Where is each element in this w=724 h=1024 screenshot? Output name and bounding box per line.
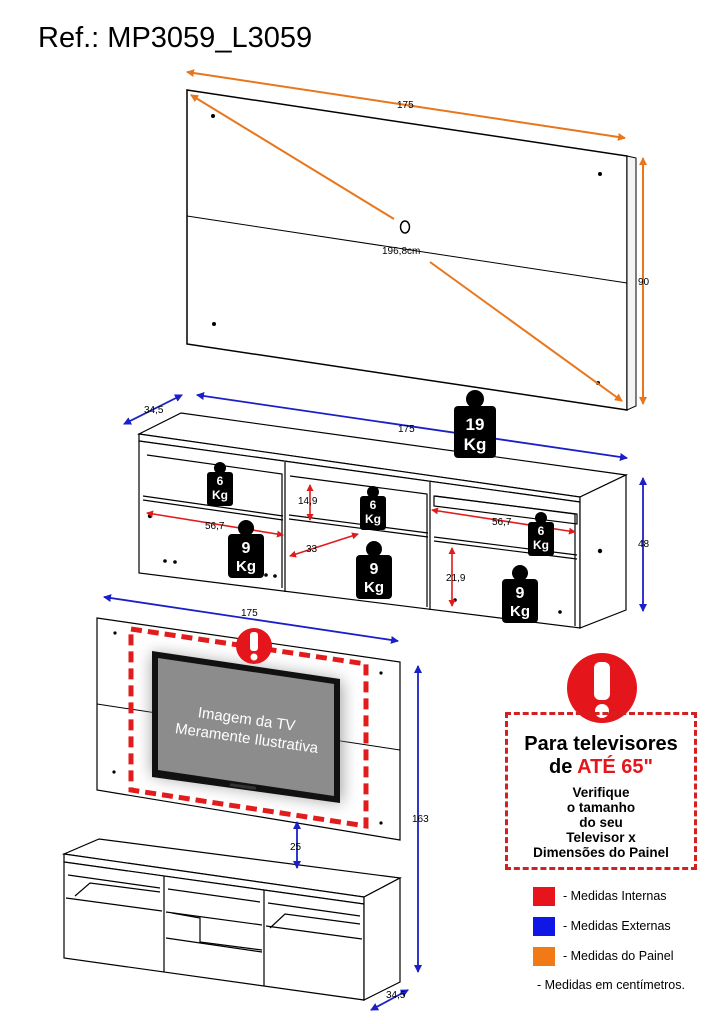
svg-text:Kg: Kg	[364, 579, 384, 596]
legend-swatch-external	[533, 916, 555, 936]
assembly-height-dimension: 163	[412, 665, 429, 973]
rack-depth-dimension: 34,5	[123, 394, 183, 425]
notice-line: Televisor x	[566, 830, 636, 845]
tv-size-notice: Para televisores de ATÉ 65" Verifique o …	[505, 712, 697, 870]
notice-line: Verifique	[572, 785, 630, 800]
weight-badge-top: 19 Kg	[454, 390, 496, 458]
svg-text:Kg: Kg	[464, 435, 487, 454]
legend-label-panel: - Medidas do Painel	[563, 949, 674, 963]
panel-height-dimension: 90	[638, 157, 650, 405]
right-lower-height-label: 21,9	[446, 573, 466, 584]
rack-width-dimension: 175	[196, 392, 628, 461]
legend-item-internal: - Medidas Internas	[533, 886, 667, 906]
assembly-rack	[61, 838, 402, 1001]
legend-label-external: - Medidas Externas	[563, 919, 671, 933]
assembly-depth-dimension: 34,5	[370, 989, 409, 1011]
svg-text:6: 6	[538, 524, 545, 538]
notice-title-prefix: de	[549, 756, 578, 778]
legend-label-internal: - Medidas Internas	[563, 889, 667, 903]
svg-text:9: 9	[370, 561, 379, 578]
rack-height-dimension: 48	[638, 477, 650, 612]
legend-swatch-internal	[533, 886, 555, 906]
notice-line: o tamanho	[566, 800, 636, 815]
center-shelf-height-label: 14,9	[298, 496, 318, 507]
tv-area-outline	[128, 626, 369, 829]
units-note: - Medidas em centímetros.	[537, 978, 685, 992]
reference-code: Ref.: MP3059_L3059	[38, 22, 313, 54]
left-niche-width-label: 56,7	[205, 521, 225, 532]
assembly-height-label: 163	[412, 814, 429, 825]
weight-badge-right-upper: 6 Kg	[528, 512, 554, 556]
weight-badge-center-lower: 9 Kg	[356, 541, 392, 599]
notice-max-size: ATÉ 65"	[577, 756, 653, 778]
assembly-width-label: 175	[241, 608, 258, 619]
rack-depth-label: 34,5	[144, 405, 164, 416]
svg-text:Kg: Kg	[236, 558, 256, 575]
assembly-width-dimension: 175	[103, 594, 399, 644]
notice-line: Dimensões do Painel	[533, 845, 669, 860]
weight-badge-left-lower: 9 Kg	[228, 520, 264, 578]
assembly-gap-label: 25	[290, 842, 302, 853]
rack-width-label: 175	[398, 424, 415, 435]
legend-item-panel: - Medidas do Painel	[533, 946, 673, 966]
svg-text:Kg: Kg	[533, 538, 549, 552]
notice-instructions: Verifique o tamanho do seu Televisor x D…	[508, 785, 694, 860]
rack-height-label: 48	[638, 539, 650, 550]
notice-title: Para televisores de ATÉ 65"	[508, 733, 694, 779]
panel-width-label: 175	[397, 100, 414, 111]
weight-badge-center-upper: 6 Kg	[360, 486, 386, 530]
notice-line: do seu	[579, 815, 623, 830]
svg-text:19: 19	[466, 415, 485, 434]
svg-text:9: 9	[516, 585, 525, 602]
svg-text:Kg: Kg	[212, 488, 228, 502]
notice-title-line1: Para televisores	[524, 733, 678, 755]
svg-text:6: 6	[370, 498, 377, 512]
svg-text:Kg: Kg	[510, 603, 530, 620]
legend-item-external: - Medidas Externas	[533, 916, 671, 936]
right-niche-width-label: 56,7	[492, 517, 512, 528]
center-niche-width-label: 33	[306, 544, 318, 555]
assembly-gap-dimension: 25	[290, 821, 302, 869]
weight-badge-right-lower: 9 Kg	[502, 565, 538, 623]
svg-text:9: 9	[242, 540, 251, 557]
weight-badge-left-upper: 6 Kg	[207, 462, 233, 506]
panel-diagonal-dimension: 196,8cm	[190, 94, 623, 402]
svg-text:6: 6	[217, 474, 224, 488]
panel-width-dimension: 175	[186, 69, 626, 141]
panel-diagonal-label: 196,8cm	[382, 246, 420, 257]
tv-illustration: Imagem da TV Meramente Ilustrativa	[152, 651, 342, 803]
legend-swatch-panel	[533, 946, 555, 966]
assembly-depth-label: 34,5	[386, 990, 406, 1001]
svg-text:Kg: Kg	[365, 512, 381, 526]
panel-height-label: 90	[638, 277, 650, 288]
warning-icon-small	[236, 628, 272, 664]
